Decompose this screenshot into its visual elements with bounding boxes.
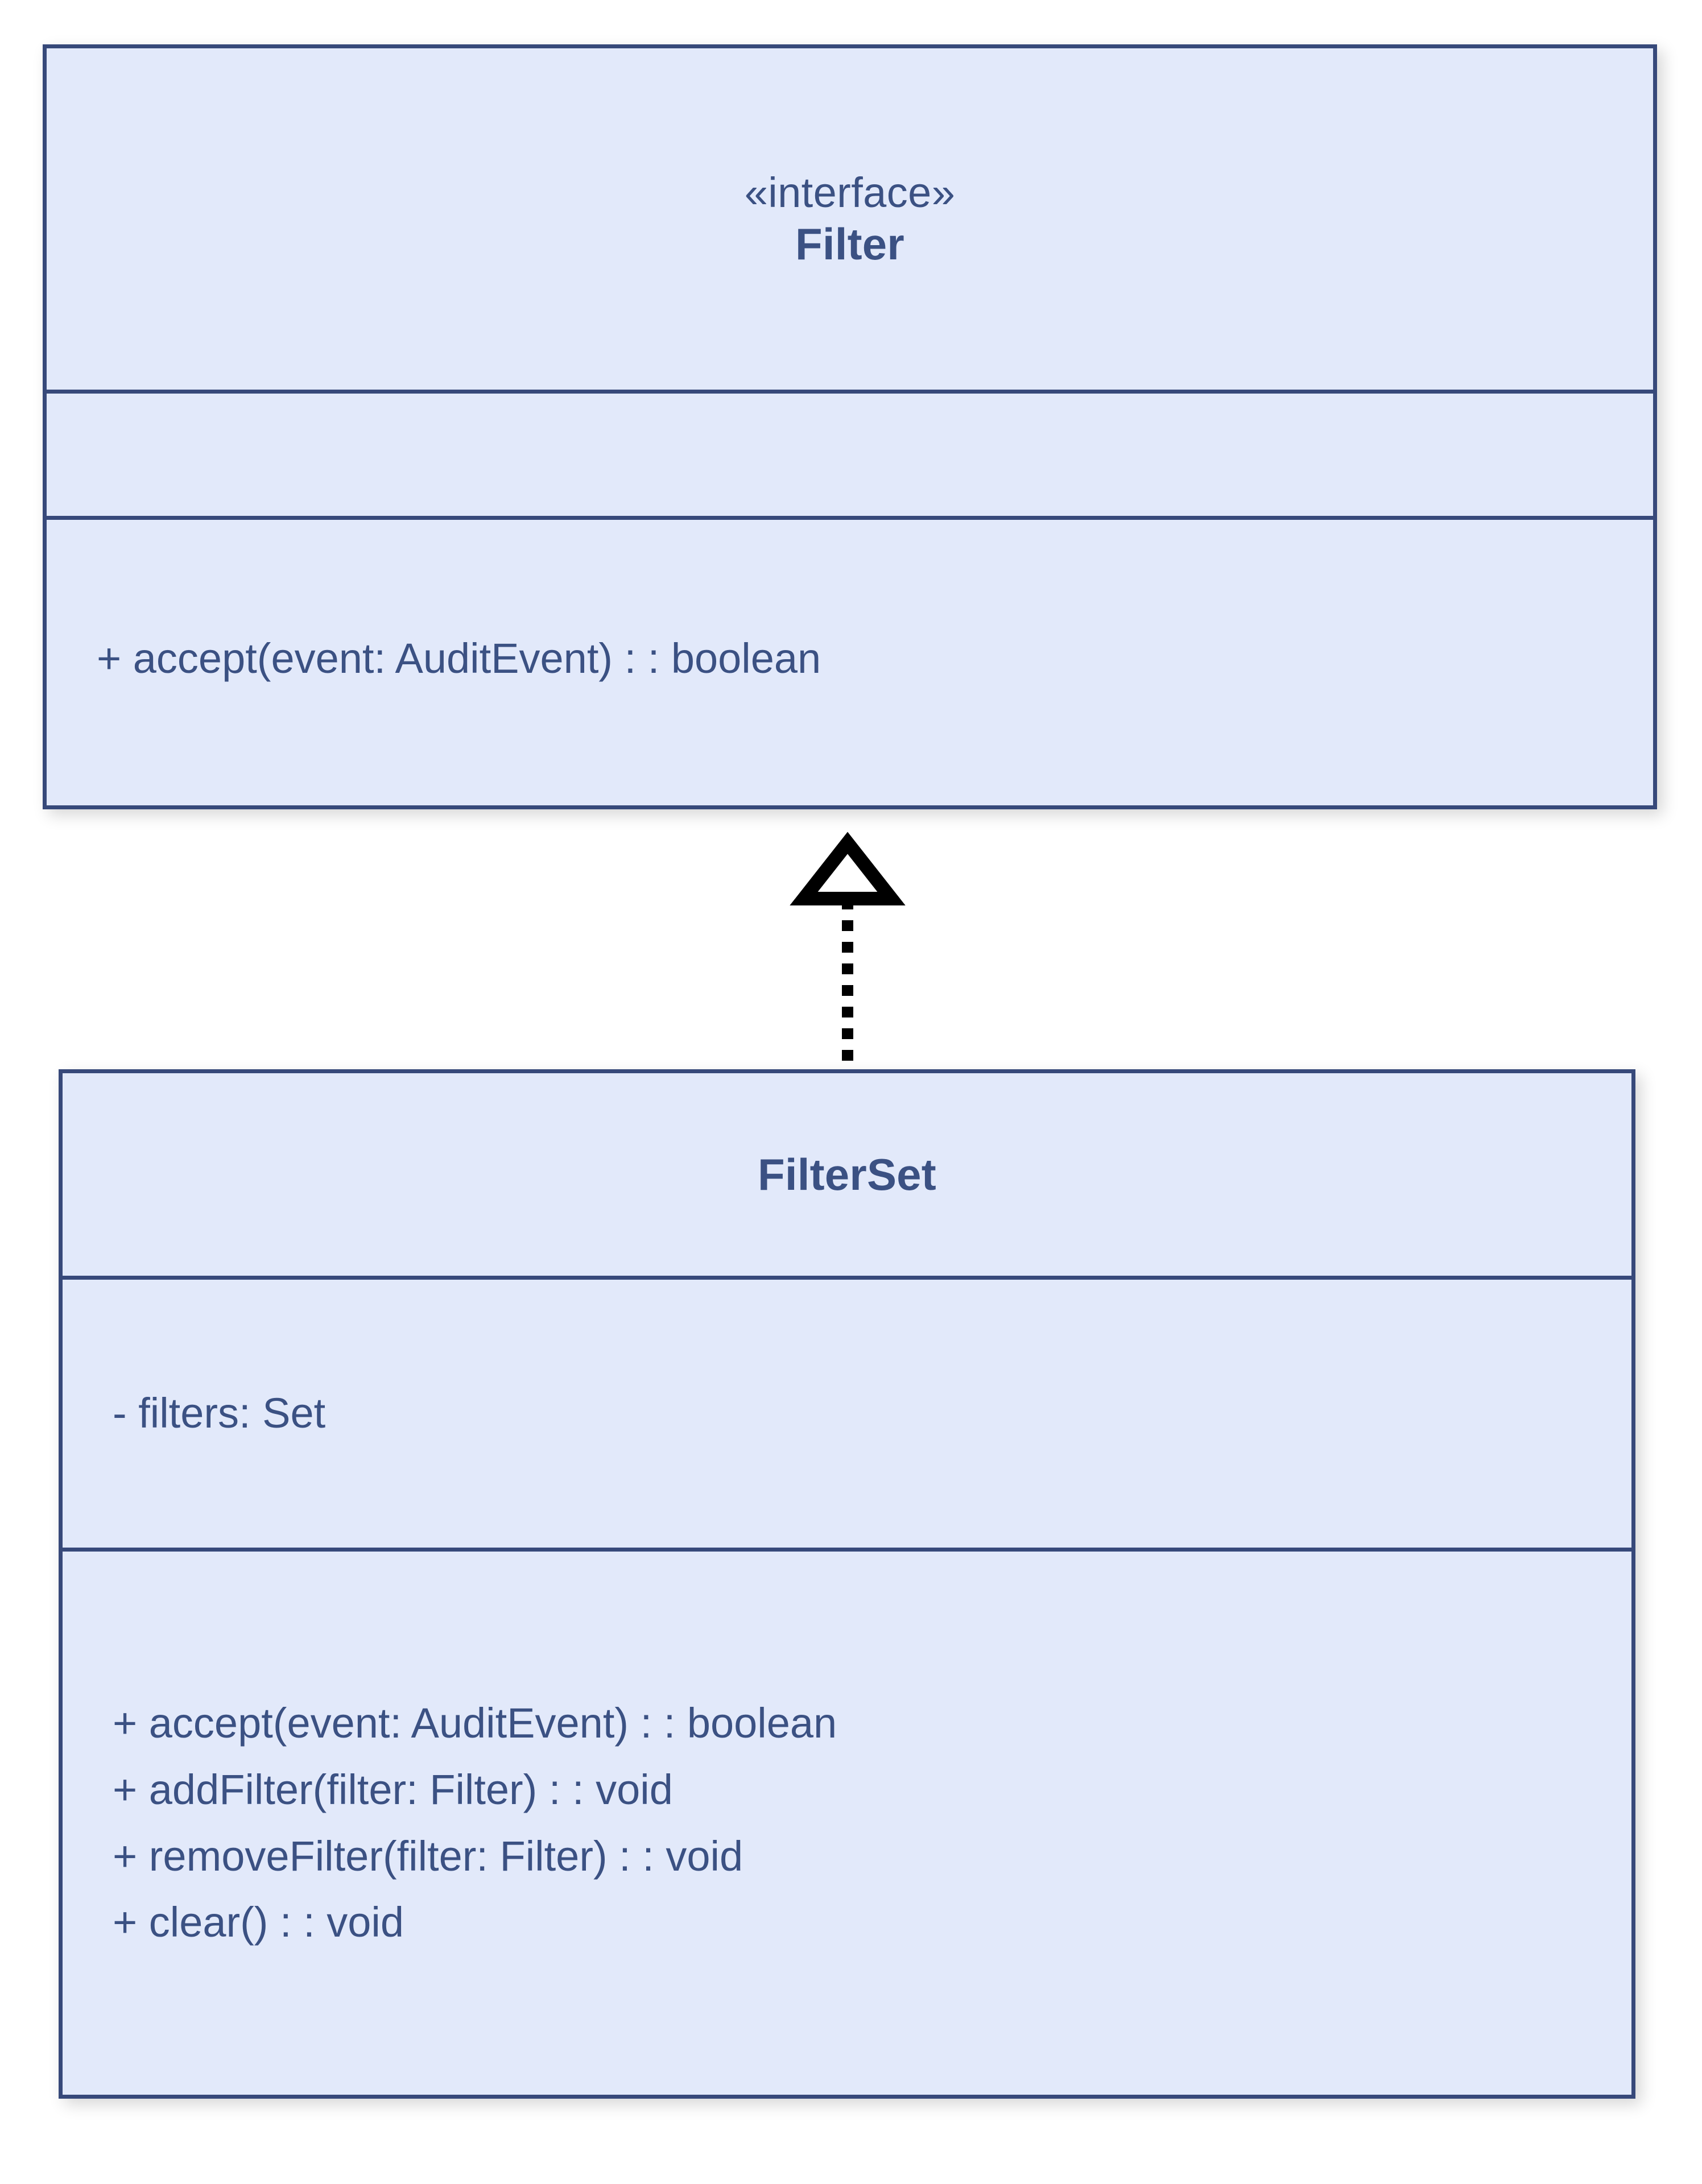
class-filterset-methods-compartment: + accept(event: AuditEvent) : : boolean … bbox=[63, 1548, 1631, 2095]
class-filter-stereotype: «interface» bbox=[744, 169, 956, 217]
class-filter-name: Filter bbox=[795, 218, 904, 269]
realization-connector-filterset-to-filter bbox=[790, 832, 906, 1074]
class-filter-header: «interface» Filter bbox=[47, 48, 1653, 390]
class-filterset-header: FilterSet bbox=[63, 1073, 1631, 1276]
realization-hollow-triangle-arrowhead bbox=[790, 832, 906, 905]
class-filterset-method-accept: + accept(event: AuditEvent) : : boolean bbox=[113, 1699, 837, 1747]
class-filterset-attribute-filters: - filters: Set bbox=[113, 1389, 326, 1437]
uml-class-filter[interactable]: «interface» Filter + accept(event: Audit… bbox=[43, 44, 1657, 809]
class-filterset-method-clear: + clear() : : void bbox=[113, 1898, 404, 1946]
class-filter-method-accept: + accept(event: AuditEvent) : : boolean bbox=[97, 634, 821, 682]
uml-class-filterset[interactable]: FilterSet - filters: Set + accept(event:… bbox=[59, 1069, 1635, 2099]
class-filterset-method-removefilter: + removeFilter(filter: Filter) : : void bbox=[113, 1832, 743, 1880]
class-filter-attributes-compartment bbox=[47, 390, 1653, 516]
class-filterset-method-addfilter: + addFilter(filter: Filter) : : void bbox=[113, 1765, 673, 1813]
class-filterset-attributes-compartment: - filters: Set bbox=[63, 1276, 1631, 1548]
class-filterset-name: FilterSet bbox=[758, 1149, 936, 1199]
class-filter-methods-compartment: + accept(event: AuditEvent) : : boolean bbox=[47, 516, 1653, 797]
